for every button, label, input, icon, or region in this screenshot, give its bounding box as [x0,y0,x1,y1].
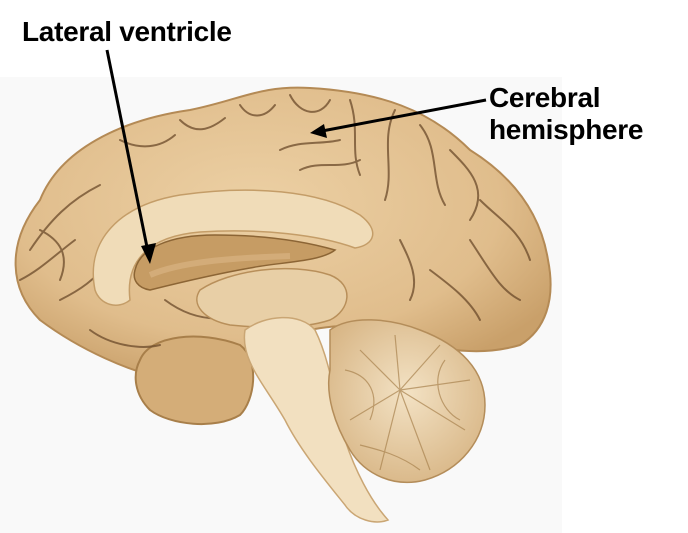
corpus-callosum-shape [92,189,374,306]
arrow-cerebral-hemisphere [310,98,487,138]
cerebellum-folia [344,334,471,471]
label-cerebral-hemisphere-line1: Cerebral [489,82,601,113]
lateral-ventricle-shape [133,234,337,291]
label-cerebral-hemisphere: Cerebral hemisphere [489,82,643,146]
label-lateral-ventricle: Lateral ventricle [22,16,232,47]
label-cerebral-hemisphere-line2: hemisphere [489,114,644,145]
cerebral-hemisphere-shape [14,86,552,382]
brainstem-shape [243,316,390,523]
temporal-lobe-shape [134,335,255,426]
arrow-lateral-ventricle [105,49,156,264]
cerebellum-shape [327,319,486,484]
diencephalon-shape [196,267,348,329]
